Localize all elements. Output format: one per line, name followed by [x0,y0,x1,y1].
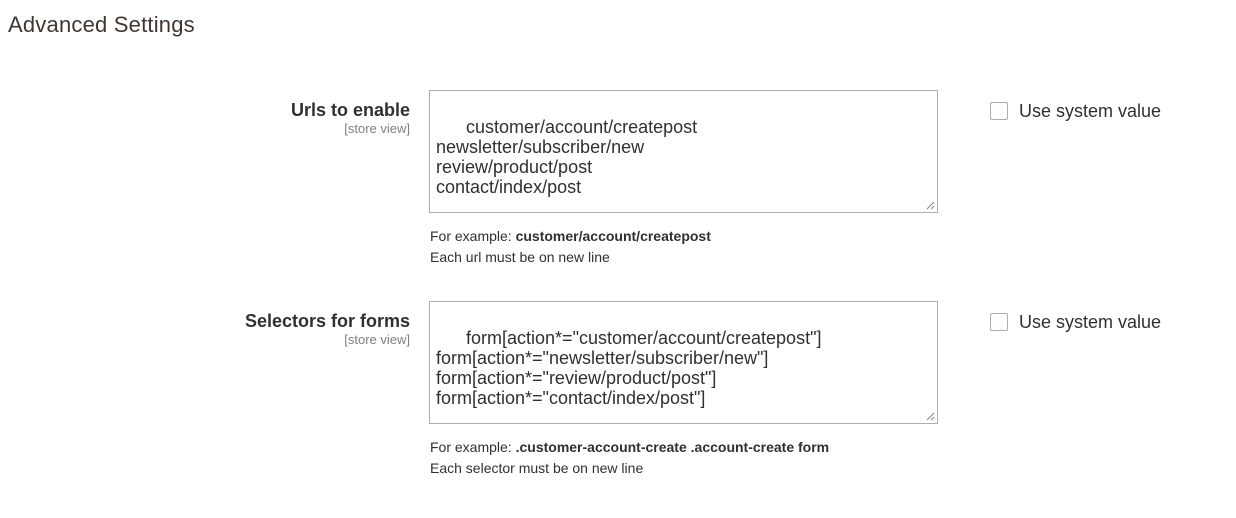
note-example-value: customer/account/createpost [515,228,711,244]
field-note: For example: .customer-account-create .a… [430,437,829,479]
field-label-selectors-for-forms: Selectors for forms [244,311,410,331]
field-note-line2: Each url must be on new line [430,249,610,265]
use-system-value-checkbox[interactable] [990,102,1008,120]
note-example-value: .customer-account-create .account-create… [515,439,830,455]
use-system-value-label[interactable]: Use system value [1019,101,1162,121]
textarea-value: form[action*="customer/account/createpos… [436,328,822,408]
field-note-example: For example: customer/account/createpost [430,226,711,247]
scope-label: [store view] [344,332,410,347]
resize-handle-icon[interactable] [926,412,935,421]
note-prefix: For example: [430,228,516,244]
field-label-urls-to-enable: Urls to enable [290,100,410,120]
use-system-value-control[interactable]: Use system value [990,311,1161,333]
scope-label: [store view] [344,121,410,136]
use-system-value-checkbox[interactable] [990,313,1008,331]
field-note: For example: customer/account/createpost… [430,226,711,268]
field-note-line2: Each selector must be on new line [430,460,644,476]
textarea-value: customer/account/createpost newsletter/s… [436,117,698,197]
section-title: Advanced Settings [8,12,195,37]
use-system-value-control[interactable]: Use system value [990,100,1161,122]
note-prefix: For example: [430,439,516,455]
field-label-block: Selectors for forms [store view] [110,311,410,348]
selectors-for-forms-textarea[interactable]: form[action*="customer/account/createpos… [429,301,938,424]
field-note-example: For example: .customer-account-create .a… [430,437,829,458]
use-system-value-label[interactable]: Use system value [1019,312,1162,332]
resize-handle-icon[interactable] [926,201,935,210]
field-label-block: Urls to enable [store view] [110,100,410,137]
urls-to-enable-textarea[interactable]: customer/account/createpost newsletter/s… [429,90,938,213]
